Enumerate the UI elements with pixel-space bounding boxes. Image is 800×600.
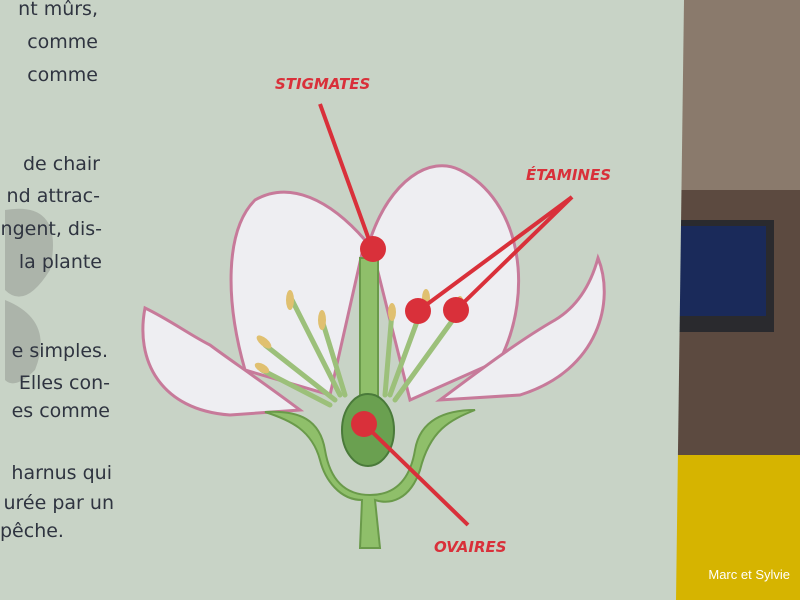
petal-left [141,305,305,417]
wall-light [680,0,800,190]
panel-text-line: ngent, dis- [0,218,102,240]
panel-text-line: nt mûrs, [18,0,98,20]
pointer-dots [351,236,469,437]
grey-numeral [5,208,53,384]
panel-text-line: de chair [22,153,100,175]
panel-text-line: es comme [11,400,110,422]
panel-text-line: pêche. [0,520,64,542]
panel-text-line: comme [27,64,98,86]
panel-text-line: la plante [18,251,102,273]
receptacle-stem [264,409,476,549]
pointer-lines [318,103,574,527]
style [359,257,379,399]
petal-right [435,253,606,402]
label-stigmates: STIGMATES [275,75,371,93]
panel-text-line: Elles con- [18,372,110,394]
label-etamines: ÉTAMINES [526,166,612,184]
label-ovaires: OVAIRES [434,538,507,556]
tv-screen [676,226,766,316]
panel-text-line: e simples. [11,340,108,362]
panel-text-line: urée par un [3,492,115,514]
yellow-table [660,455,800,600]
photo-credit: Marc et Sylvie [708,567,790,582]
panel-text-line: nd attrac- [6,185,100,207]
panel-text-line: comme [27,31,98,53]
panel-text-line: harnus qui [11,462,112,484]
